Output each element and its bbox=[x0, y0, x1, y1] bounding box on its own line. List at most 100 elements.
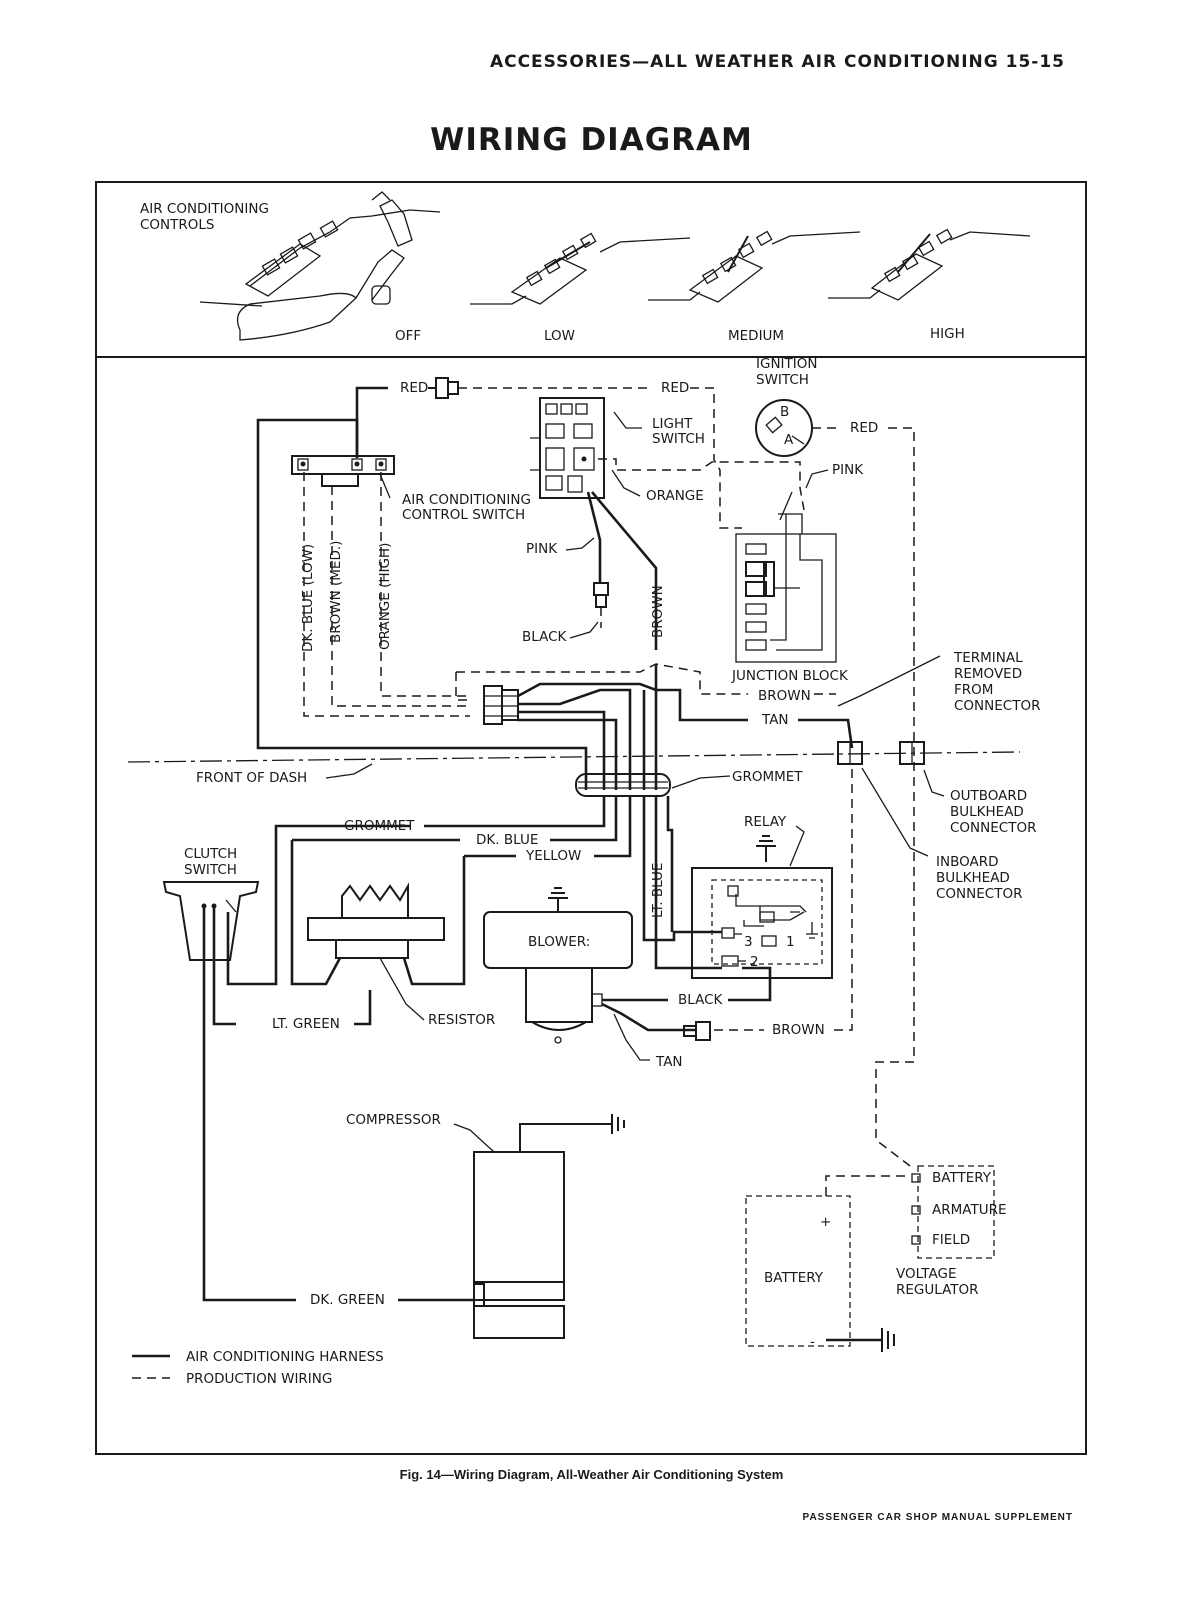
light-switch-label-1: LIGHT bbox=[652, 416, 693, 432]
junction-block bbox=[735, 513, 837, 663]
terminal-removed-leader bbox=[837, 655, 941, 707]
outboard-label-3: CONNECTOR bbox=[950, 820, 1036, 836]
light-switch bbox=[530, 397, 605, 499]
wire-label-lt-blue: LT. BLUE bbox=[650, 863, 666, 918]
control-off-icon bbox=[199, 191, 441, 341]
battery-plus: + bbox=[820, 1214, 831, 1230]
relay-ground-icon bbox=[756, 835, 776, 862]
wire-grommet-left-b bbox=[424, 796, 606, 828]
wire-pink-light bbox=[586, 491, 602, 582]
outboard-leader bbox=[923, 769, 945, 797]
front-of-dash-leader bbox=[325, 763, 373, 779]
controls-label-1: AIR CONDITIONING bbox=[140, 201, 269, 217]
battery-label: BATTERY bbox=[764, 1270, 824, 1286]
terminal-removed-label-4: CONNECTOR bbox=[954, 698, 1040, 714]
wire-dk-blue-c bbox=[290, 840, 342, 986]
pink-leader bbox=[565, 537, 595, 551]
ac-control-switch bbox=[291, 455, 395, 499]
resistor bbox=[307, 882, 445, 959]
tan-leader bbox=[613, 1013, 650, 1061]
ignition-label-1: IGNITION bbox=[756, 356, 817, 372]
control-label-low: LOW bbox=[544, 328, 575, 344]
production-orange-light bbox=[598, 458, 805, 511]
legend-production: PRODUCTION WIRING bbox=[186, 1371, 332, 1387]
production-loop bbox=[455, 672, 470, 701]
wire-label-dk-blue-low: DK. BLUE (LOW) bbox=[300, 544, 316, 652]
wire-label-red-top: RED bbox=[661, 380, 689, 396]
control-label-high: HIGH bbox=[930, 326, 965, 342]
production-battery-feed bbox=[825, 1175, 910, 1196]
terminal-removed-label-1: TERMINAL bbox=[953, 650, 1023, 666]
grommet-right-leader bbox=[671, 775, 731, 789]
inboard-leader bbox=[861, 767, 929, 857]
wire-label-pink-ignition: PINK bbox=[832, 462, 864, 478]
outboard-label-1: OUTBOARD bbox=[950, 788, 1027, 804]
clutch-switch-label-1: CLUTCH bbox=[184, 846, 237, 862]
battery-ground-icon bbox=[881, 1328, 895, 1352]
clutch-switch bbox=[162, 881, 260, 961]
resistor-label: RESISTOR bbox=[428, 1012, 495, 1028]
light-switch-label-2: SWITCH bbox=[652, 431, 705, 447]
figure-caption: Fig. 14—Wiring Diagram, All-Weather Air … bbox=[399, 1467, 784, 1482]
wire-label-dk-blue: DK. BLUE bbox=[476, 832, 538, 848]
brown-connector bbox=[683, 1021, 711, 1041]
wire-label-orange-high: ORANGE (HIGH) bbox=[377, 543, 393, 650]
pink-ignition-leader bbox=[805, 469, 829, 489]
harness-red-up bbox=[355, 386, 388, 458]
inboard-bulkhead-connector bbox=[837, 741, 863, 765]
wire-yellow-b bbox=[594, 796, 632, 858]
ac-control-switch-label-2: CONTROL SWITCH bbox=[402, 507, 525, 523]
pink-ignition-wire bbox=[779, 491, 793, 521]
ignition-terminal-b: B bbox=[780, 404, 789, 420]
wire-label-red-ignition: RED bbox=[850, 420, 878, 436]
ignition-label-2: SWITCH bbox=[756, 372, 809, 388]
wire-label-red-left: RED bbox=[400, 380, 428, 396]
production-red-to-regulator bbox=[875, 427, 915, 1167]
outboard-label-2: BULKHEAD bbox=[950, 804, 1024, 820]
relay bbox=[691, 867, 833, 979]
wire-dk-blue-b bbox=[550, 796, 618, 842]
wire-label-orange-light: ORANGE bbox=[646, 488, 704, 504]
wire-dk-blue-low bbox=[303, 472, 470, 717]
relay-terminal-3: 3 bbox=[744, 934, 753, 950]
control-label-off: OFF bbox=[395, 328, 421, 344]
regulator-field-terminal: FIELD bbox=[932, 1232, 970, 1248]
grommet bbox=[575, 773, 671, 797]
relay-terminal-2: 2 bbox=[750, 954, 759, 970]
control-low-icon bbox=[470, 232, 691, 305]
grommet-left-label: GROMMET bbox=[344, 818, 415, 834]
wire-label-tan-junction: TAN bbox=[761, 712, 789, 728]
voltage-regulator-label-2: REGULATOR bbox=[896, 1282, 979, 1298]
compressor-label: COMPRESSOR bbox=[346, 1112, 441, 1128]
wire-grommet-left bbox=[248, 824, 410, 986]
wire-lt-green-b bbox=[354, 990, 372, 1026]
controls-label-2: CONTROLS bbox=[140, 217, 215, 233]
relay-leader bbox=[789, 825, 805, 867]
red-connector bbox=[428, 377, 459, 399]
battery bbox=[745, 1195, 851, 1347]
diagram-frame bbox=[95, 181, 1087, 1455]
wire-label-brown-vertical: BROWN bbox=[650, 585, 666, 638]
wire-label-lt-green: LT. GREEN bbox=[272, 1016, 340, 1032]
grommet-right-label: GROMMET bbox=[732, 769, 803, 785]
regulator-battery-terminal: BATTERY bbox=[932, 1170, 992, 1186]
wire-label-tan-blower: TAN bbox=[655, 1054, 683, 1070]
voltage-regulator bbox=[911, 1165, 995, 1259]
wire-label-brown-med: BROWN (MED.) bbox=[328, 541, 344, 643]
wire-yellow-c bbox=[402, 856, 466, 986]
clutch-switch-label-2: SWITCH bbox=[184, 862, 237, 878]
outboard-bulkhead-connector bbox=[899, 741, 925, 765]
blower bbox=[483, 887, 633, 1044]
compressor-leader bbox=[453, 1123, 495, 1153]
page-footer: PASSENGER CAR SHOP MANUAL SUPPLEMENT bbox=[802, 1512, 1073, 1523]
wire-label-yellow: YELLOW bbox=[525, 848, 581, 864]
compressor bbox=[473, 1114, 625, 1339]
legend bbox=[132, 1354, 170, 1379]
control-high-icon bbox=[828, 228, 1031, 301]
wire-label-black-blower: BLACK bbox=[678, 992, 724, 1008]
blower-label: BLOWER: bbox=[528, 934, 590, 950]
wire-blower-brown bbox=[601, 1002, 696, 1032]
production-brown-blower-b bbox=[834, 764, 853, 1031]
production-red-down bbox=[690, 387, 742, 529]
front-of-dash-line bbox=[127, 751, 1021, 763]
